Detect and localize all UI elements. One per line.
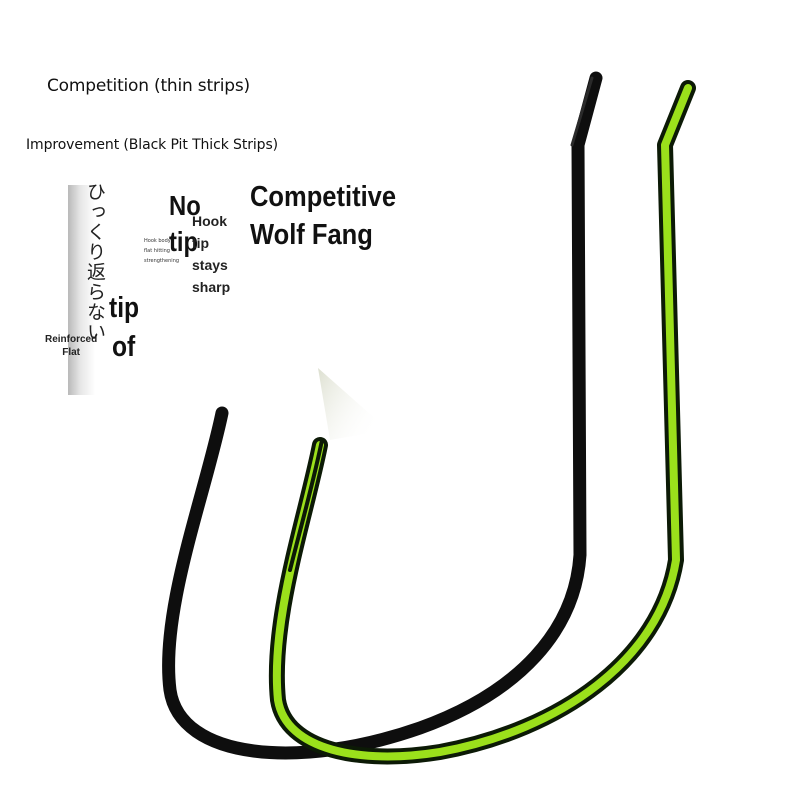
callout-no: No bbox=[169, 190, 201, 221]
product-title: Competitive Wolf Fang bbox=[250, 178, 396, 254]
small-feature-text: Hook body flat hitting strengthening bbox=[144, 236, 179, 266]
callout-line: Hook bbox=[192, 213, 227, 229]
product-title-line2: Wolf Fang bbox=[250, 219, 373, 251]
small-text-line: Hook body bbox=[144, 238, 171, 244]
reinforced-flat-callout: Reinforced Flat bbox=[45, 333, 97, 359]
hook-tip-stays-sharp-callout: Hook tip stays sharp bbox=[192, 210, 230, 298]
improvement-label: Improvement (Black Pit Thick Strips) bbox=[26, 137, 279, 153]
japanese-vertical-text: ひっくり返らない bbox=[84, 182, 106, 342]
japanese-banner-background bbox=[68, 185, 136, 395]
callout-tip-top: tip bbox=[169, 226, 199, 257]
callout-tip-middle: tip bbox=[109, 292, 140, 324]
callout-line: stays bbox=[192, 257, 228, 273]
callout-line: tip bbox=[192, 235, 210, 251]
green-fishing-hook-icon bbox=[268, 80, 696, 765]
small-text-line: strengthening bbox=[144, 258, 180, 264]
glare-highlight bbox=[318, 368, 388, 440]
competition-label: Competition (thin strips) bbox=[47, 76, 250, 96]
callout-line: sharp bbox=[192, 279, 231, 295]
product-title-line1: Competitive bbox=[250, 181, 397, 213]
small-text-line: flat hitting bbox=[144, 248, 170, 254]
callout-line: Reinforced bbox=[45, 334, 98, 345]
callout-of: of bbox=[112, 331, 136, 363]
black-fishing-hook-icon bbox=[162, 71, 603, 760]
callout-line: Flat bbox=[62, 347, 80, 358]
